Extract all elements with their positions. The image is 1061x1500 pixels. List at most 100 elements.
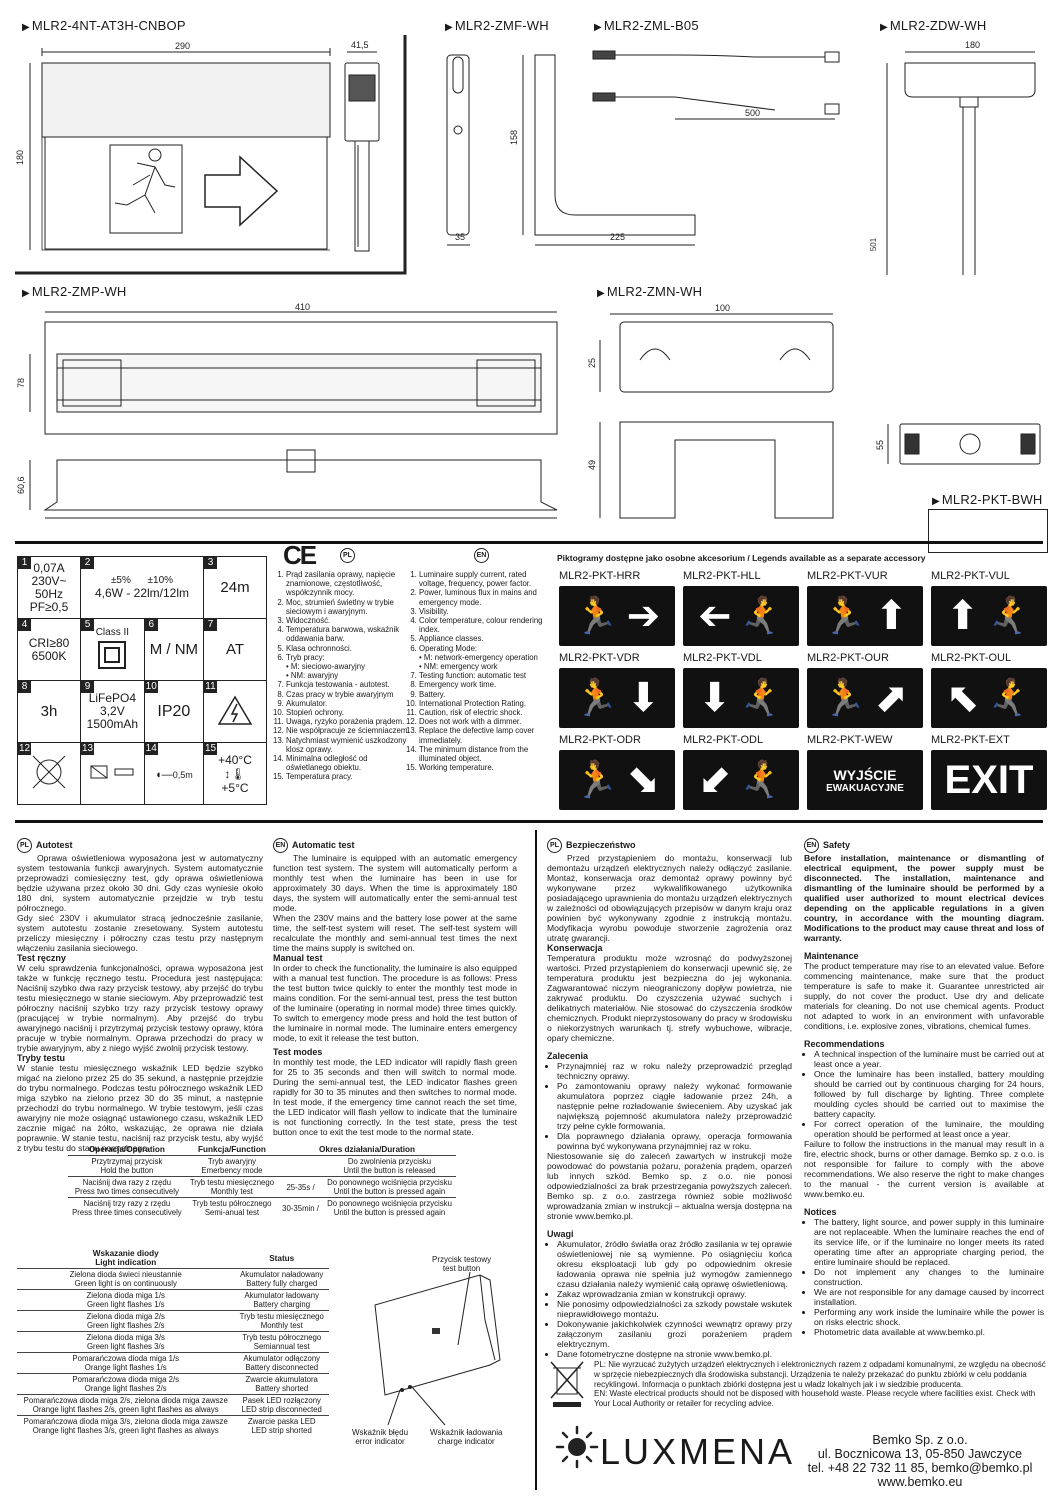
dim-290: 290 (175, 41, 190, 51)
spec-time: 3h (40, 703, 58, 720)
spec-battery: LiFePO4 3,2V 1500mAh (86, 691, 139, 731)
arrow-down-icon: ⬇ (626, 676, 661, 720)
model-title-zmn: ▶MLR2-ZMN-WH (597, 284, 703, 299)
picto-oul: ⬉🏃 (931, 668, 1047, 728)
picto-label: MLR2-PKT-VDL (683, 652, 762, 664)
dim-225: 225 (610, 232, 625, 242)
dim-606: 60,6 (16, 476, 26, 494)
picto-label: MLR2-PKT-VUL (931, 570, 1010, 582)
top-drawings: 290 180 41,5 35 158 225 500 18 (15, 35, 1036, 275)
dim-55: 55 (875, 440, 885, 450)
divider (15, 541, 1043, 544)
dim-180: 180 (15, 150, 25, 165)
class-ii-icon (98, 641, 127, 669)
luminaire-sketch (374, 1271, 501, 1426)
legend-pl: Prąd zasilania oprawy, napięcie znamiono… (272, 570, 412, 782)
spec-class: Class II (95, 627, 130, 638)
spec-temp-max: +40°C (218, 752, 252, 767)
replace-cover-icon (90, 765, 134, 779)
dim-500: 500 (745, 108, 760, 118)
running-man-icon: 🏃 (987, 677, 1033, 718)
dim-41: 41,5 (351, 40, 369, 50)
picto-vul: ⬆🏃 (931, 586, 1047, 646)
arrow-up-left-icon: ⬉ (945, 676, 980, 720)
arrow-down-icon: ⬇ (697, 676, 732, 720)
wew-text-2: EWAKUACYJNE (826, 782, 904, 794)
electric-shock-icon (217, 695, 253, 725)
dim-501: 501 (869, 237, 879, 252)
picto-label: MLR2-PKT-OUL (931, 652, 1012, 664)
picto-hrr: 🏃➔ (559, 586, 675, 646)
model-title-zdw: ▶MLR2-ZDW-WH (880, 18, 987, 33)
weee-bin-icon (550, 1361, 584, 1407)
arrow-up-right-icon: ⬈ (874, 676, 909, 720)
picto-vdr: 🏃⬇ (559, 668, 675, 728)
dim-49: 49 (587, 460, 597, 470)
picto-label: MLR2-PKT-ODR (559, 734, 641, 746)
en-flag-icon: EN (474, 548, 489, 563)
running-man-icon: 🏃 (821, 677, 867, 718)
min-distance-icon: ◖— (155, 769, 173, 781)
divider (15, 820, 1043, 823)
picto-label: MLR2-PKT-VUR (807, 570, 888, 582)
dim-78: 78 (16, 378, 26, 388)
picto-header: Piktogramy dostępne jako osobne akcesori… (557, 553, 926, 563)
running-man-icon: 🏃 (573, 759, 619, 800)
running-man-icon: 🏃 (821, 595, 867, 636)
weee-text: PL: Nie wyrzucać zużytych urządzeń elekt… (594, 1360, 1046, 1409)
running-man-icon: 🏃 (573, 677, 619, 718)
picto-label: MLR2-PKT-VDR (559, 652, 640, 664)
picto-vdl: ⬇🏃 (683, 668, 799, 728)
running-man-icon: 🏃 (739, 595, 785, 636)
running-man-icon: 🏃 (573, 595, 619, 636)
dim-180b: 180 (965, 40, 980, 50)
ce-mark-icon: CE (283, 540, 317, 570)
model-title-main: ▶MLR2-4NT-AT3H-CNBOP (22, 18, 186, 33)
callout-error: Wskaźnik błędu error indicator (352, 1428, 409, 1446)
spec-supply: 0,07A 230V~ 50Hz PF≥0,5 (29, 560, 69, 614)
dim-25: 25 (587, 358, 597, 368)
thermometer-icon: ↕🌡 (224, 766, 246, 781)
column-divider (535, 830, 537, 1490)
dim-100: 100 (715, 303, 730, 313)
picto-label: MLR2-PKT-WEW (807, 734, 893, 746)
arrow-right-icon: ➔ (626, 594, 661, 638)
spec-mode: M / NM (149, 641, 199, 658)
mid-drawings: 410 78 60,6 100 25 49 55 (16, 302, 1041, 519)
picto-odr: 🏃⬊ (559, 750, 675, 810)
picto-label: MLR2-PKT-ODL (683, 734, 764, 746)
picto-label: MLR2-PKT-HLL (683, 570, 761, 582)
model-title-pkt-bwh: ▶MLR2-PKT-BWH (932, 492, 1043, 507)
spec-tolerance: ±5% ±10% (110, 575, 174, 586)
model-title-zmp: ▶MLR2-ZMP-WH (22, 284, 127, 299)
dim-410: 410 (295, 302, 310, 312)
blank-pictogram (928, 509, 1048, 553)
picto-label: MLR2-PKT-OUR (807, 652, 889, 664)
spec-power: 4,6W - 22lm/12lm (94, 586, 190, 600)
picto-label: MLR2-PKT-EXT (931, 734, 1010, 746)
picto-odl: ⬋🏃 (683, 750, 799, 810)
pl-flag-icon: PL (340, 548, 355, 563)
dim-158: 158 (509, 130, 519, 145)
picto-vur: 🏃⬆ (807, 586, 923, 646)
arrow-up-icon: ⬆ (874, 594, 909, 638)
picto-ext: EXIT (931, 750, 1047, 810)
arrow-down-left-icon: ⬋ (697, 758, 732, 802)
spec-visibility: 24m (220, 579, 250, 596)
luxmena-sun-icon (555, 1425, 599, 1469)
legend-en: Luminaire supply current, rated voltage,… (405, 570, 545, 772)
no-dimmer-icon (32, 755, 66, 789)
running-man-icon: 🏃 (739, 759, 785, 800)
picto-our: 🏃⬈ (807, 668, 923, 728)
spec-temp-min: +5°C (221, 780, 249, 795)
arrow-up-icon: ⬆ (945, 594, 980, 638)
arrow-down-right-icon: ⬊ (626, 758, 661, 802)
